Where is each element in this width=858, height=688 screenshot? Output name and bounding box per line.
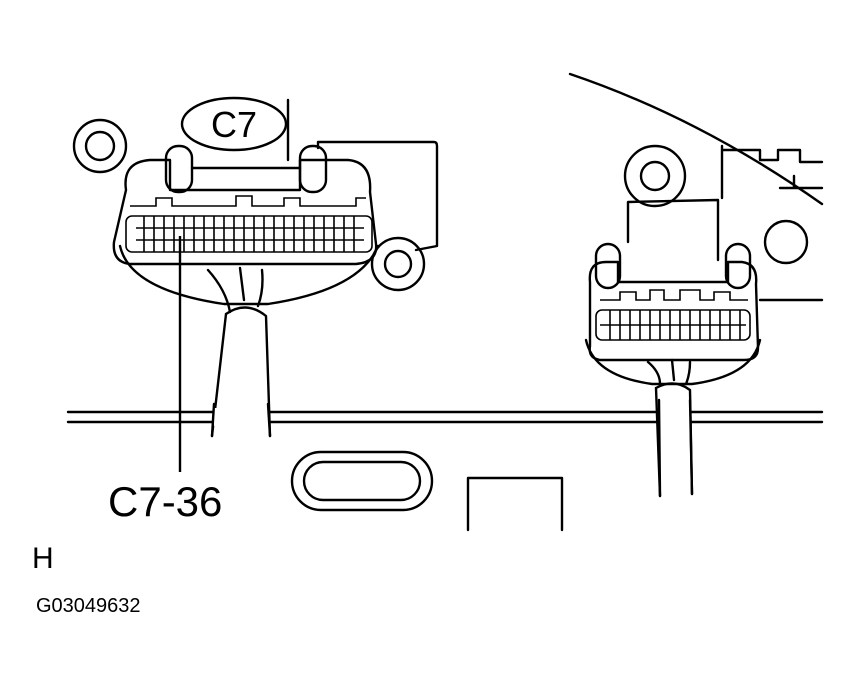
right-harness-pass — [657, 398, 694, 498]
right-lock-tab-1 — [594, 242, 622, 290]
right-connector-slots — [600, 289, 748, 301]
mount-hole-mid-inner — [383, 249, 413, 279]
connector-tag-text: C7 — [211, 104, 257, 145]
panel-opening — [466, 476, 564, 532]
panel-curve — [568, 72, 824, 206]
left-lock-tab-2 — [298, 144, 328, 194]
terminal-label: C7-36 — [108, 478, 222, 525]
panel-notch — [778, 174, 824, 190]
connector-tag-ellipse — [180, 96, 288, 152]
left-connector-housing — [112, 158, 378, 266]
mount-hole-left — [72, 118, 128, 174]
left-wire-strands — [206, 266, 264, 314]
right-lock-tab-2 — [724, 242, 752, 290]
right-connector-housing — [588, 260, 760, 362]
mount-hole-right-top — [623, 144, 687, 208]
panel-slot-outer — [290, 450, 434, 512]
left-bracket — [286, 98, 439, 252]
right-bracket-block — [626, 198, 720, 262]
left-pin-grid — [125, 215, 373, 253]
mount-hole-far-right — [763, 219, 809, 265]
mount-hole-right-top-inner — [639, 160, 671, 192]
left-wire-boot — [118, 244, 380, 306]
mount-hole-mid — [370, 236, 426, 292]
panel-bracket — [720, 144, 824, 200]
right-pin-grid — [595, 309, 751, 341]
mount-hole-left-inner — [84, 130, 116, 162]
right-wire-strands — [646, 358, 692, 386]
right-harness — [654, 382, 694, 498]
figure-id: G03049632 — [36, 595, 141, 617]
panel-slot-inner — [302, 460, 422, 502]
left-connector-slots — [130, 195, 366, 207]
left-harness-pass — [210, 402, 272, 438]
view-letter: H — [32, 542, 54, 575]
